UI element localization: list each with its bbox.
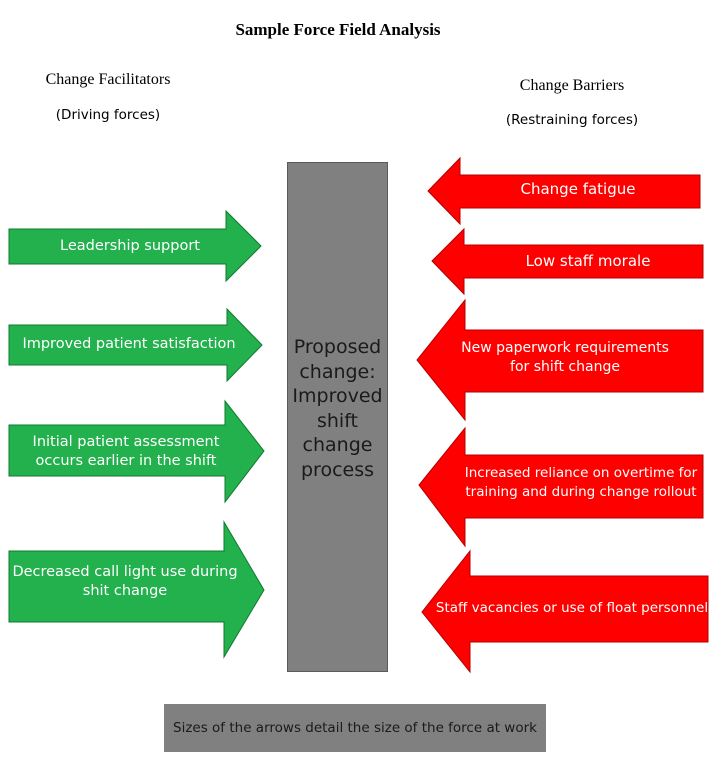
restraining-arrow-5: [421, 549, 709, 674]
restraining-arrow-1: [427, 156, 701, 226]
driving-label-2: Improved patient satisfaction: [13, 334, 245, 354]
restraining-label-4: Increased reliance on overtime for train…: [464, 465, 698, 500]
restraining-label-5: Staff vacancies or use of float personne…: [435, 600, 709, 616]
restraining-label-3: New paperwork requirements for shift cha…: [461, 340, 669, 375]
proposed-change-label: Proposed change: Improved shift change p…: [292, 336, 383, 481]
restraining-arrow-4: [418, 426, 704, 548]
restraining-label-2: Low staff morale: [525, 252, 651, 270]
facilitators-subheading: (Driving forces): [55, 107, 161, 123]
driving-arrow-4: [8, 520, 265, 659]
driving-label-1: Leadership support: [50, 236, 210, 256]
driving-arrow-3: [8, 399, 265, 504]
page-title: Sample Force Field Analysis: [235, 20, 441, 39]
restraining-label-1: Change fatigue: [520, 180, 636, 198]
restraining-arrow-3: [416, 298, 704, 422]
barriers-heading: Change Barriers: [519, 77, 625, 94]
driving-label-3: Initial patient assessment occurs earlie…: [32, 434, 220, 469]
footer-note: Sizes of the arrows detail the size of t…: [164, 704, 546, 752]
barriers-subheading: (Restraining forces): [505, 112, 639, 128]
proposed-change-box: [287, 162, 388, 672]
driving-label-4: Decreased call light use during shit cha…: [12, 564, 238, 599]
facilitators-heading: Change Facilitators: [45, 71, 171, 88]
restraining-arrow-2: [431, 227, 704, 296]
